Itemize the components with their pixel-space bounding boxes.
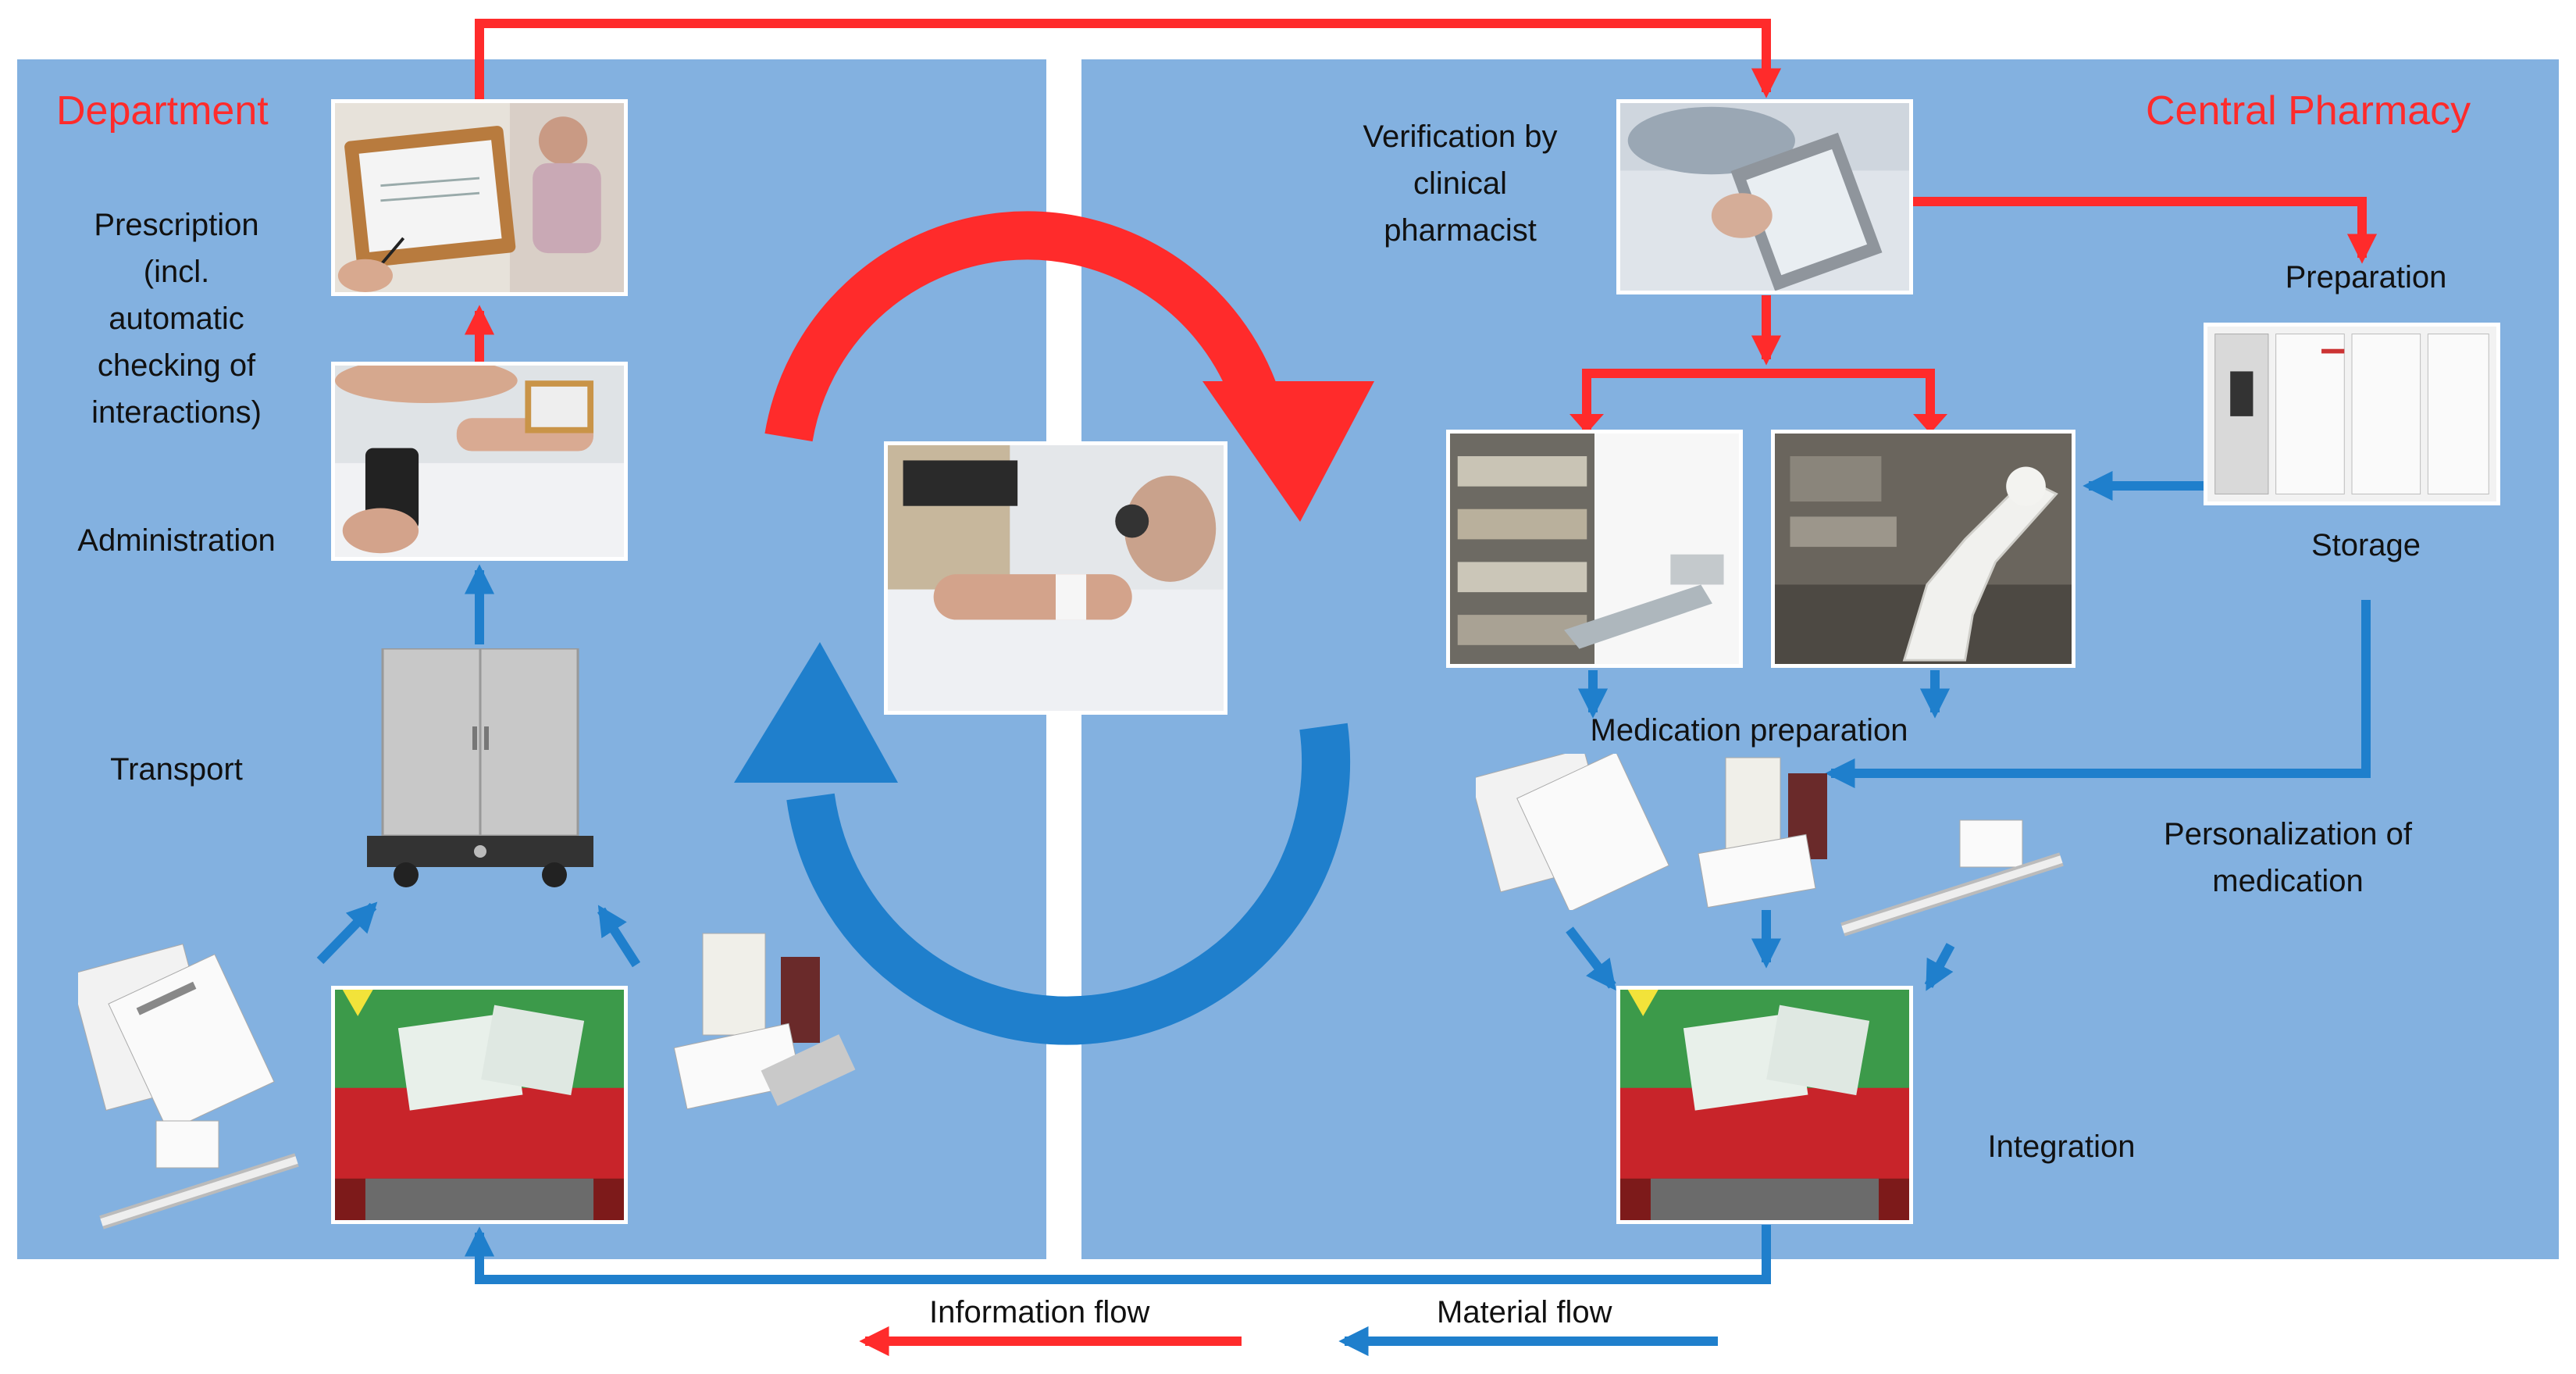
department-title: Department bbox=[56, 88, 269, 134]
prescription-tablet-photo bbox=[331, 99, 628, 296]
label-verification: Verification by clinical pharmacist bbox=[1363, 120, 1558, 248]
central-pharmacy-title: Central Pharmacy bbox=[2146, 88, 2471, 134]
label-medication-preparation: Medication preparation bbox=[1590, 713, 1908, 748]
mat-arrow-integration-loop bbox=[464, 1225, 1771, 1284]
cycle-arrow-blue bbox=[786, 723, 1351, 1045]
administration-scan-photo bbox=[331, 362, 628, 561]
mat-arrow-integration-to-transport-left bbox=[316, 901, 378, 965]
label-prescription: Prescription (incl. automatic checking o… bbox=[91, 208, 262, 430]
label-personalization: Personalization of medication bbox=[2164, 817, 2412, 898]
robot-arm-preparation-photo bbox=[1771, 430, 2075, 668]
info-arrow-prescription-to-verification bbox=[475, 19, 1782, 100]
department-integration-photo bbox=[331, 986, 628, 1224]
label-preparation: Preparation bbox=[2285, 260, 2447, 294]
legend-material-flow: Material flow bbox=[1437, 1295, 1612, 1329]
pharmacy-medication-pack-icon bbox=[1694, 750, 1874, 914]
cycle-arrowhead-blue bbox=[734, 642, 898, 783]
label-storage: Storage bbox=[2311, 528, 2421, 562]
info-arrowhead-right bbox=[1913, 414, 1947, 434]
verification-pharmacist-photo bbox=[1616, 99, 1913, 294]
pharmacy-medication-labels-icon bbox=[1476, 754, 1687, 910]
pharmacy-syringe-icon bbox=[1835, 812, 2069, 945]
mat-arrow-storage-to-personalization bbox=[1825, 600, 2371, 789]
mat-arrow-integration-to-transport-right bbox=[597, 905, 641, 968]
label-transport: Transport bbox=[110, 752, 243, 787]
dept-syringe-icon bbox=[94, 1113, 312, 1238]
info-arrow-verification-to-preparation bbox=[1908, 197, 2378, 264]
info-arrow-split-left bbox=[1582, 369, 1935, 434]
mat-arrow-syringe-to-integration bbox=[1924, 943, 1955, 991]
dept-medication-pack-icon bbox=[672, 926, 867, 1113]
cycle-arrow-red bbox=[764, 211, 1276, 442]
automated-transport-cart-photo bbox=[359, 648, 601, 898]
dept-medication-labels-icon bbox=[78, 941, 289, 1129]
label-administration: Administration bbox=[77, 523, 276, 558]
info-arrowhead-left bbox=[1569, 414, 1604, 434]
mat-arrow-labels-to-integration bbox=[1566, 926, 1616, 991]
cycle-arrowhead-red bbox=[1202, 381, 1374, 522]
manual-preparation-photo bbox=[1446, 430, 1743, 668]
legend-information-flow: Information flow bbox=[929, 1295, 1150, 1329]
label-integration: Integration bbox=[1987, 1130, 2136, 1164]
patient-wristband-scan-photo bbox=[884, 441, 1227, 715]
pharmacy-integration-photo bbox=[1616, 986, 1913, 1224]
automated-storage-cabinet-photo bbox=[2204, 323, 2500, 505]
